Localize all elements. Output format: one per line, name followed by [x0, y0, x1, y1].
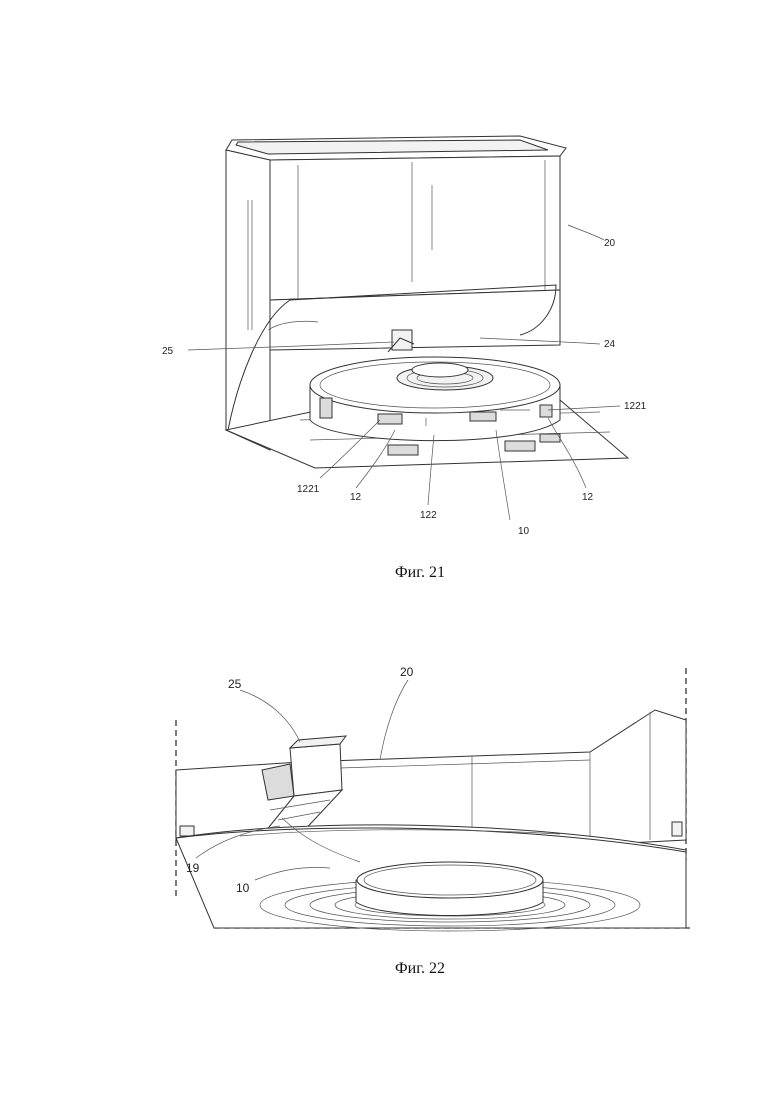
label-12-left: 12 — [350, 492, 362, 503]
figure-22-caption: Фиг. 22 — [320, 960, 520, 978]
label-19-fig22: 19 — [186, 861, 200, 875]
label-20: 20 — [604, 238, 616, 249]
label-1221-left: 1221 — [297, 484, 320, 495]
figure-21-drawing: 20 25 24 1221 1221 12 122 10 12 — [0, 0, 780, 560]
label-20-fig22: 20 — [400, 665, 414, 679]
component-25 — [262, 736, 346, 835]
label-1221-right: 1221 — [624, 401, 647, 412]
detail-boundary — [176, 668, 690, 928]
label-25-fig22: 25 — [228, 677, 242, 691]
station-wall — [176, 710, 686, 845]
label-12-right: 12 — [582, 492, 594, 503]
label-10-fig22: 10 — [236, 881, 250, 895]
figure-21-caption: Фиг. 21 — [320, 564, 520, 582]
robot-top — [176, 825, 686, 931]
label-24: 24 — [604, 339, 616, 350]
leader-lines-22 — [196, 680, 408, 880]
label-10: 10 — [518, 526, 530, 537]
reference-numerals-22: 25 20 19 10 — [186, 665, 414, 895]
label-122: 122 — [420, 510, 437, 521]
label-25: 25 — [162, 346, 174, 357]
